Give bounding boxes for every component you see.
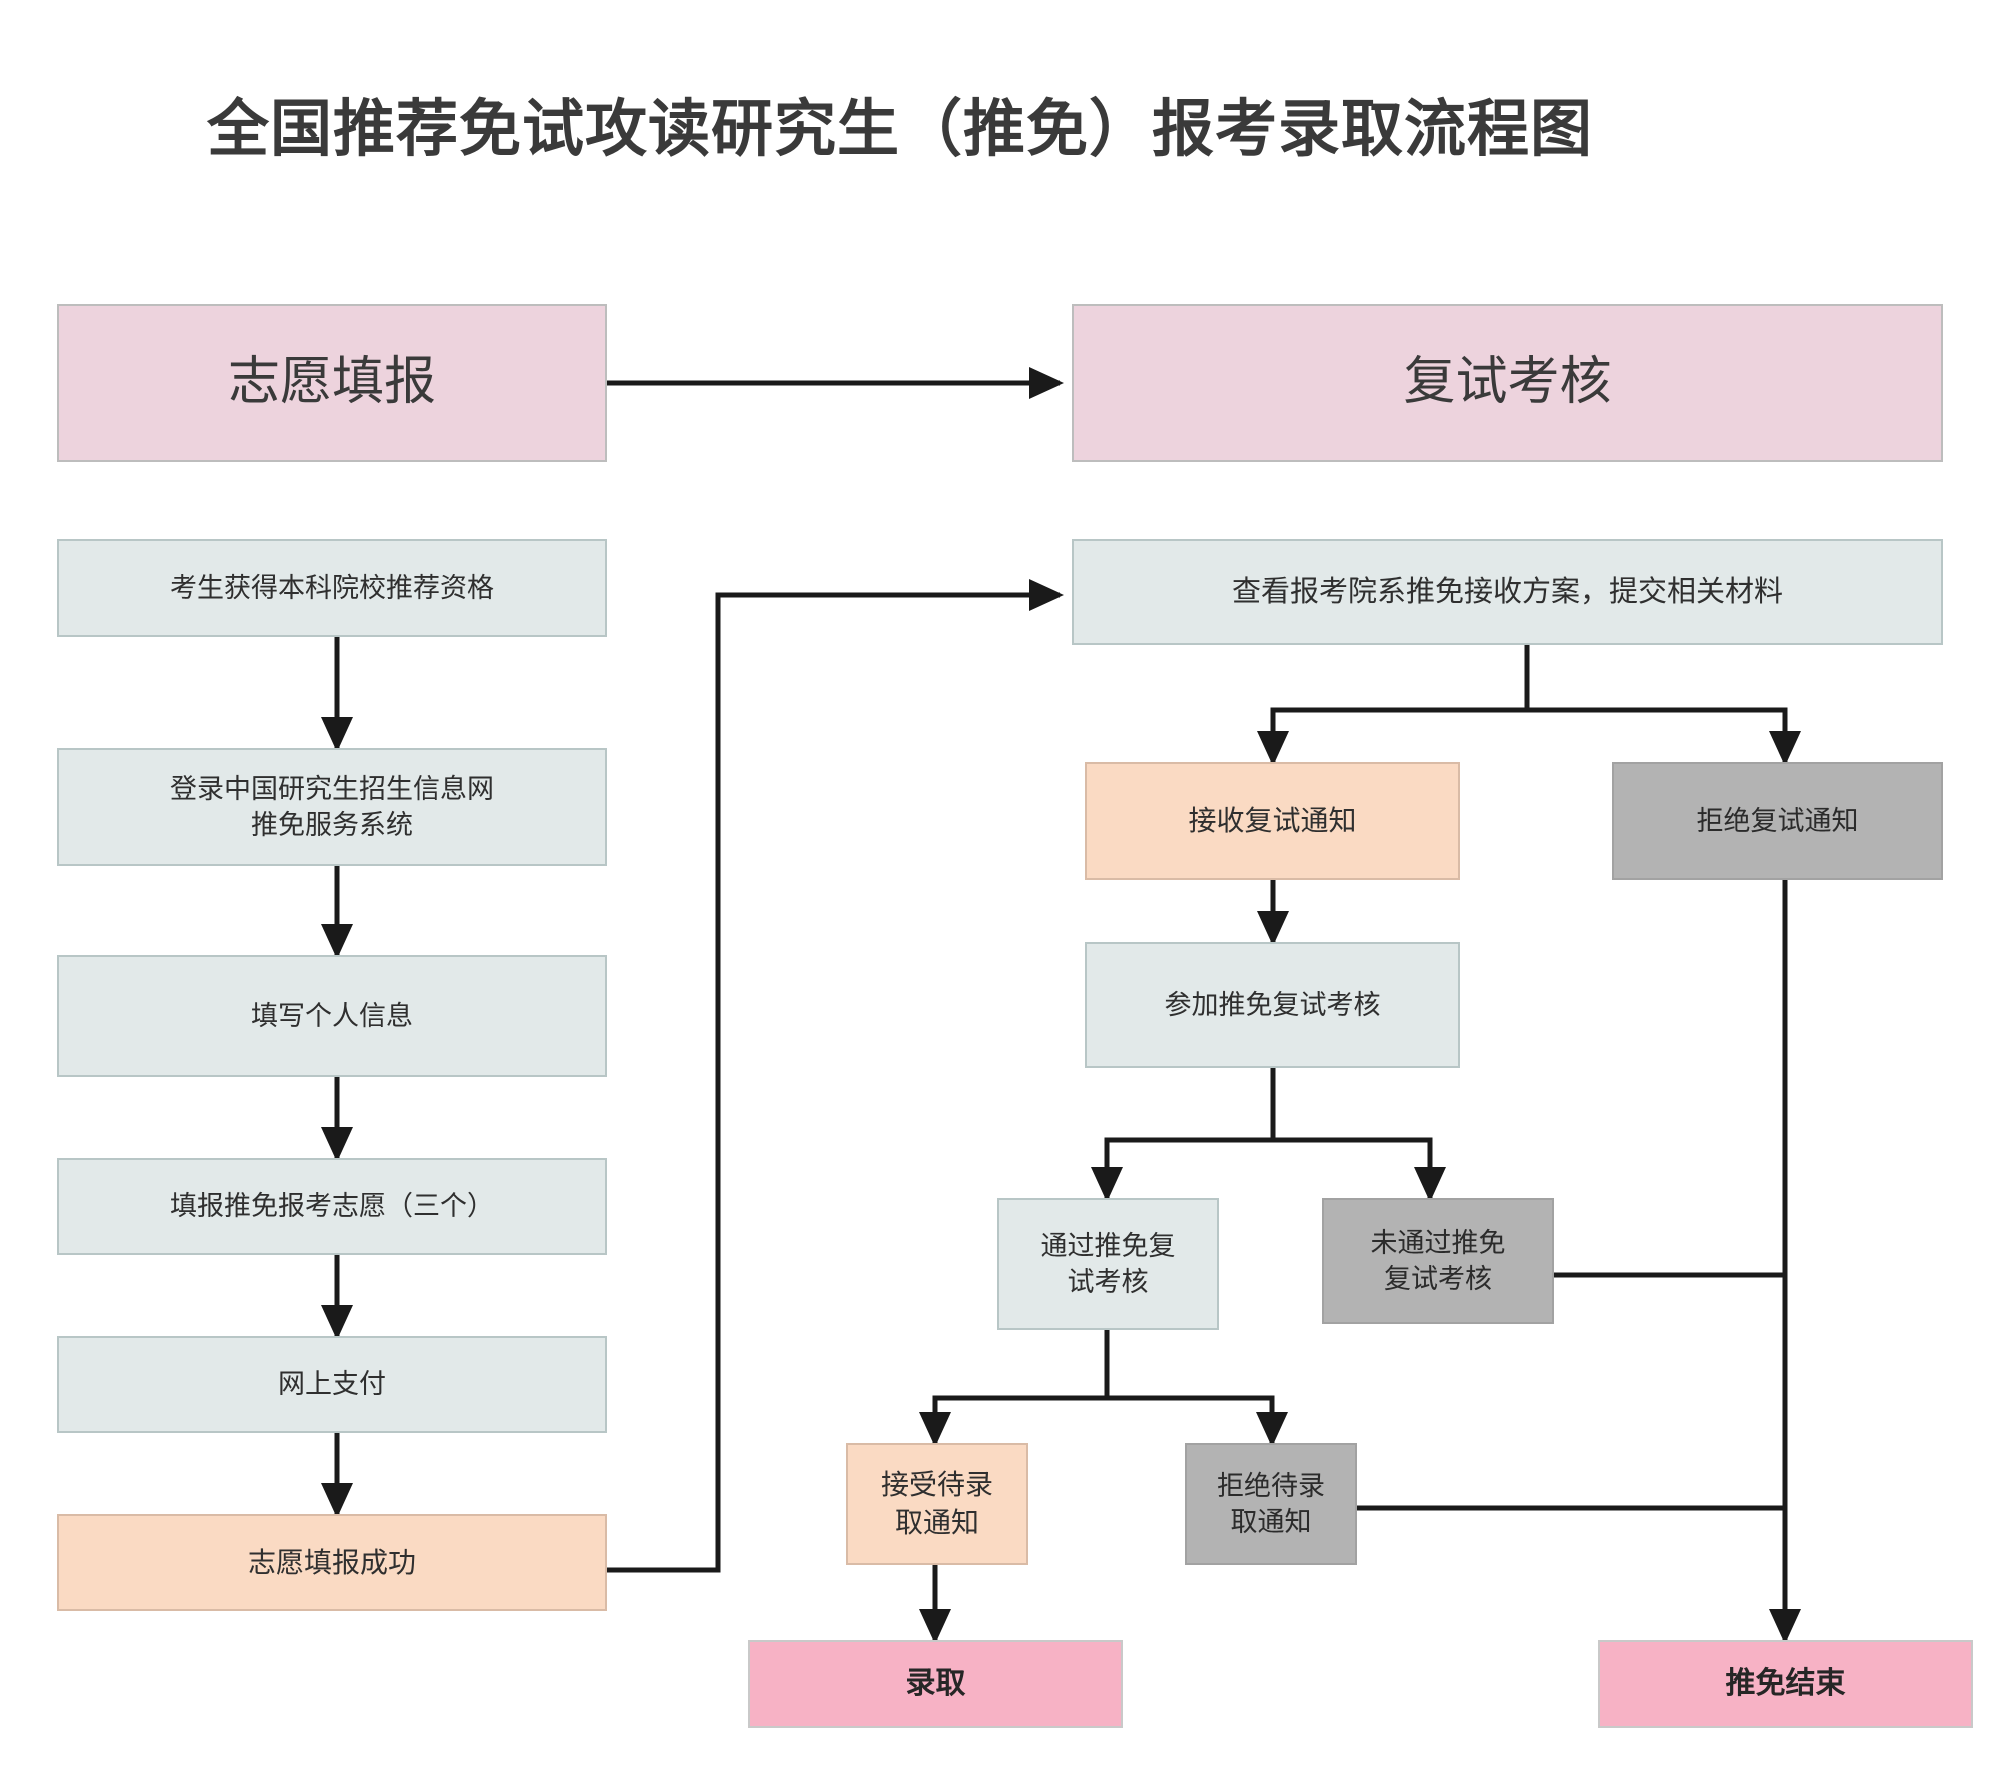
node-accept-offer[interactable]: 接受待录取通知 (846, 1443, 1028, 1565)
node-admitted[interactable]: 录取 (748, 1640, 1123, 1728)
node-process-end-label: 推免结束 (1725, 1666, 1846, 1700)
edge-view-plan-to-accept-interview (1257, 645, 1530, 767)
edge-pass-to-accept-offer (919, 1330, 1110, 1448)
node-login-system-label: 登录中国研究生招生信息网推免服务系统 (170, 773, 494, 840)
node-login-system[interactable]: 登录中国研究生招生信息网推免服务系统 (57, 748, 607, 866)
node-fail-interview-label: 未通过推免复试考核 (1370, 1227, 1506, 1294)
node-pass-interview[interactable]: 通过推免复试考核 (997, 1198, 1219, 1330)
page-title: 全国推荐免试攻读研究生（推免）报考录取流程图 (206, 95, 1593, 164)
node-application-success-label: 志愿填报成功 (247, 1546, 416, 1578)
node-attend-interview[interactable]: 参加推免复试考核 (1085, 942, 1460, 1068)
node-qualification-label: 考生获得本科院校推荐资格 (170, 572, 494, 603)
node-reject-interview[interactable]: 拒绝复试通知 (1612, 762, 1943, 880)
edge-pass-to-reject-offer (1104, 1330, 1289, 1448)
node-fail-interview[interactable]: 未通过推免复试考核 (1322, 1198, 1554, 1324)
node-online-payment-label: 网上支付 (278, 1369, 386, 1400)
node-accept-interview[interactable]: 接收复试通知 (1085, 762, 1460, 880)
phase-header-interview[interactable]: 复试考核 (1072, 304, 1943, 462)
node-personal-info-label: 填写个人信息 (251, 1000, 413, 1031)
node-accept-interview-label: 接收复试通知 (1188, 805, 1357, 837)
node-reject-offer-label: 拒绝待录取通知 (1217, 1470, 1325, 1537)
edge-attend-to-pass (1091, 1068, 1276, 1203)
edge-view-plan-to-reject-interview (1524, 645, 1802, 767)
node-application-success[interactable]: 志愿填报成功 (57, 1514, 607, 1611)
node-pass-interview-label: 通过推免复试考核 (1040, 1230, 1176, 1297)
edge-success-to-view-plan (607, 578, 1065, 1573)
node-fill-choices-label: 填报推免报考志愿（三个） (170, 1191, 494, 1222)
node-reject-interview-label: 拒绝复试通知 (1696, 805, 1859, 836)
node-online-payment[interactable]: 网上支付 (57, 1336, 607, 1433)
phase-header-application-label: 志愿填报 (227, 353, 436, 412)
edge-attend-to-fail (1270, 1068, 1447, 1203)
node-qualification[interactable]: 考生获得本科院校推荐资格 (57, 539, 607, 637)
node-personal-info[interactable]: 填写个人信息 (57, 955, 607, 1077)
node-admitted-label: 录取 (905, 1666, 966, 1700)
node-reject-offer[interactable]: 拒绝待录取通知 (1185, 1443, 1357, 1565)
node-attend-interview-label: 参加推免复试考核 (1164, 989, 1381, 1020)
node-accept-offer-label: 接受待录取通知 (880, 1469, 993, 1538)
node-fill-choices[interactable]: 填报推免报考志愿（三个） (57, 1158, 607, 1255)
phase-header-application[interactable]: 志愿填报 (57, 304, 607, 462)
node-view-plan-label: 查看报考院系推免接收方案，提交相关材料 (1231, 575, 1783, 608)
node-process-end[interactable]: 推免结束 (1598, 1640, 1973, 1728)
node-view-plan[interactable]: 查看报考院系推免接收方案，提交相关材料 (1072, 539, 1943, 645)
phase-header-interview-label: 复试考核 (1403, 353, 1612, 412)
